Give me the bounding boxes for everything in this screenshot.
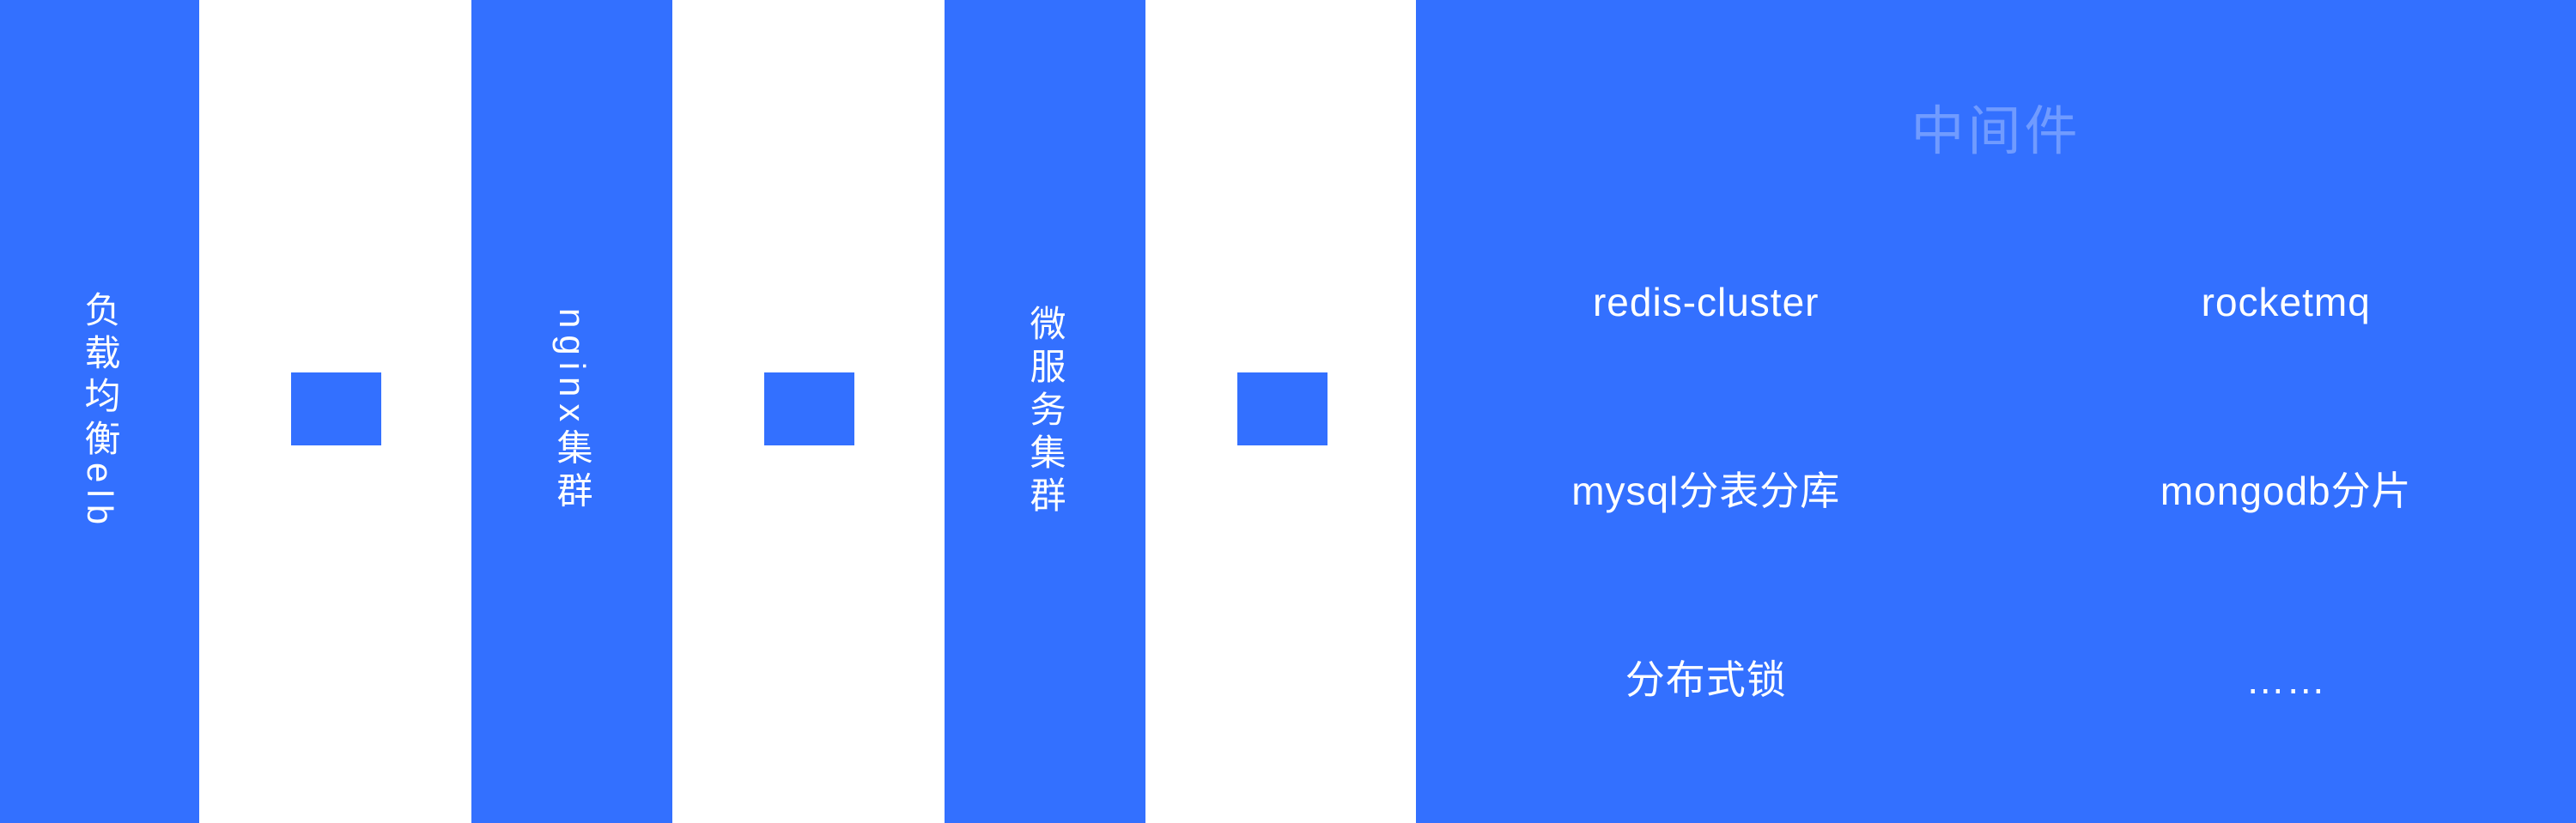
connector-square-2: [764, 372, 854, 445]
node-nginx-cluster: nginx集群: [471, 0, 672, 823]
middleware-item-distributed-lock: 分布式锁: [1625, 657, 1787, 702]
node-nginx-cluster-label: nginx集群: [552, 308, 592, 515]
connector-square-1: [291, 372, 381, 445]
middleware-panel-title: 中间件: [1911, 102, 2081, 161]
middleware-item-mysql-sharding: mysql分表分库: [1571, 469, 1841, 513]
middleware-item-mongodb-sharding: mongodb分片: [2160, 469, 2412, 513]
node-load-balancer-elb: 负载均衡elb: [0, 0, 199, 823]
node-microservice-cluster-label: 微服务集群: [1025, 304, 1066, 519]
connector-square-3: [1237, 372, 1327, 445]
middleware-item-grid: redis-cluster rocketmq mysql分表分库 mongodb…: [1416, 275, 2576, 707]
middleware-item-ellipsis: ……: [2245, 657, 2327, 702]
middleware-panel: 中间件 redis-cluster rocketmq mysql分表分库 mon…: [1416, 0, 2576, 823]
node-microservice-cluster: 微服务集群: [945, 0, 1145, 823]
middleware-item-rocketmq: rocketmq: [2201, 280, 2371, 324]
node-load-balancer-label: 负载均衡elb: [80, 291, 120, 532]
middleware-item-redis-cluster: redis-cluster: [1592, 280, 1820, 324]
